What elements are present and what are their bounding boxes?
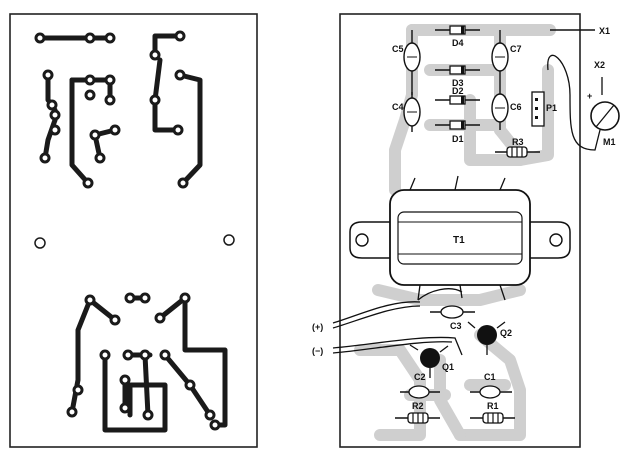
solder-pads <box>34 30 221 431</box>
diodes <box>449 25 466 130</box>
label-c3: C3 <box>450 321 462 331</box>
label-d1: D1 <box>452 134 464 144</box>
transformer-t1 <box>349 175 571 301</box>
label-x2: X2 <box>594 60 605 70</box>
electrolytic-capacitors <box>403 42 509 127</box>
copper-side-board <box>9 13 258 448</box>
meter-m1 <box>547 54 620 151</box>
label-d4: D4 <box>452 38 464 48</box>
label-r1: R1 <box>487 401 499 411</box>
label-c2: C2 <box>414 372 426 382</box>
diode-d3 <box>449 65 466 75</box>
label-d2: D2 <box>452 86 464 96</box>
trimmer-p1 <box>531 91 545 127</box>
component-labels: X1 X2 M1 P1 C5 C7 C4 C6 D4 D3 D2 D1 R3 T… <box>312 26 616 411</box>
transistors <box>409 321 506 378</box>
capacitor-c1 <box>479 385 501 399</box>
label-c6: C6 <box>510 102 522 112</box>
label-m1: M1 <box>603 137 616 147</box>
capacitor-c3 <box>440 305 464 319</box>
label-c5: C5 <box>392 44 404 54</box>
component-side-board: + X1 X2 M1 P1 C5 C7 C4 C6 D4 D3 D2 D1 R3… <box>312 13 620 448</box>
mounting-hole-right <box>223 234 235 246</box>
diode-d1 <box>449 120 466 130</box>
ceramic-capacitors <box>408 305 501 399</box>
label-c7: C7 <box>510 44 522 54</box>
label-t1: T1 <box>453 235 465 246</box>
diode-d4 <box>449 25 466 35</box>
label-p1: P1 <box>546 103 557 113</box>
label-q1: Q1 <box>442 362 454 372</box>
meter-plus-label: + <box>587 91 592 101</box>
label-positive: (+) <box>312 322 323 332</box>
power-wires <box>332 288 463 356</box>
label-x1: X1 <box>599 26 610 36</box>
label-c4: C4 <box>392 102 404 112</box>
capacitor-c2 <box>408 385 430 399</box>
label-r2: R2 <box>412 401 424 411</box>
label-c1: C1 <box>484 372 496 382</box>
mounting-hole-left <box>34 237 46 249</box>
label-d3: D3 <box>452 78 464 88</box>
diode-d2 <box>449 95 466 105</box>
transistor-q1 <box>420 348 440 368</box>
label-q2: Q2 <box>500 328 512 338</box>
label-negative: (−) <box>312 346 323 356</box>
label-r3: R3 <box>512 137 524 147</box>
transistor-q2 <box>477 325 497 345</box>
